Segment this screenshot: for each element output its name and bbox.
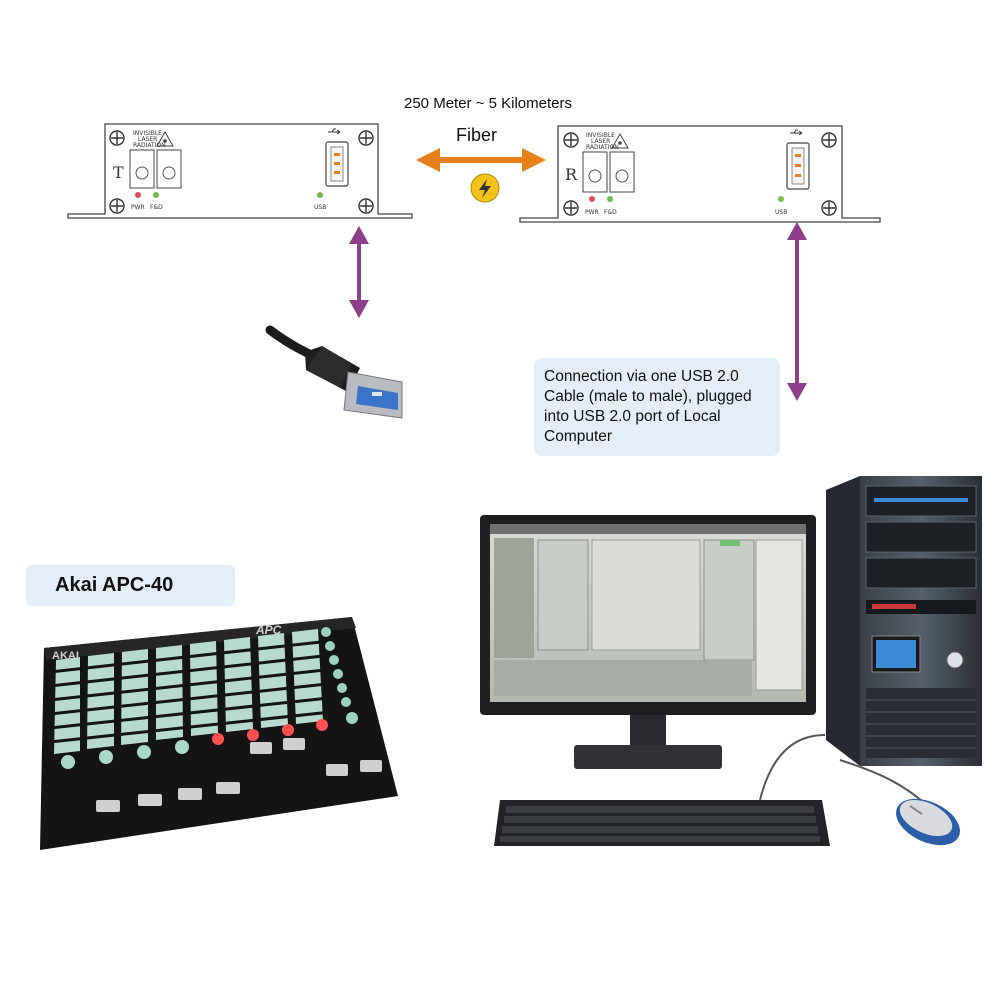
fd-led [607, 196, 613, 202]
fd-label: F&D [150, 204, 163, 211]
usb-cable-icon [265, 325, 403, 419]
usb-connection-callout: Connection via one USB 2.0 Cable (male t… [534, 358, 780, 456]
akai-controller-icon: AKAI APC [40, 617, 398, 850]
usb-arrow-left [349, 226, 369, 318]
keyboard-cable [759, 734, 826, 801]
usb-led [317, 192, 323, 198]
laser-warning-line1: INVISIBLE [586, 132, 615, 139]
usb-label: USB [775, 209, 787, 216]
laser-warning-line1: INVISIBLE [133, 130, 162, 137]
laser-warning-icon [156, 130, 174, 147]
screw-icon [109, 130, 374, 214]
pwr-label: PWR [131, 204, 145, 211]
keyboard-icon [494, 800, 830, 846]
computer-tower-icon [826, 476, 982, 766]
controller-label: Akai APC-40 [26, 565, 235, 606]
fiber-port-icon [582, 151, 635, 193]
pwr-led [135, 192, 141, 198]
usb-arrow-right [787, 222, 807, 401]
usb-port-icon [325, 128, 349, 187]
transmitter-letter: T [113, 163, 124, 182]
mouse-icon [896, 798, 960, 846]
receiver-unit: R INVISIBLE LASER RADIATION PWR F&D USB [519, 125, 881, 223]
fiber-signal-icon [470, 173, 500, 203]
laser-warning-line3: RADIATION [586, 144, 619, 151]
laser-warning-line3: RADIATION [133, 142, 166, 149]
fiber-arrow [416, 148, 546, 172]
laser-warning-line2: LASER [591, 138, 610, 145]
fiber-label: Fiber [456, 125, 498, 145]
fd-led [153, 192, 159, 198]
controller-logo: APC [255, 623, 282, 637]
screw-icon [563, 132, 837, 216]
pwr-led [589, 196, 595, 202]
fd-label: F&D [604, 209, 617, 216]
usb-led [778, 196, 784, 202]
usb-port-icon [786, 129, 810, 190]
fiber-port-icon [129, 149, 182, 189]
pwr-label: PWR [585, 209, 599, 216]
receiver-letter: R [565, 165, 578, 184]
laser-warning-line2: LASER [138, 136, 157, 143]
transmitter-unit: T INVISIBLE LASER RADIATION PWR F&D USB [67, 123, 413, 219]
distance-label: 250 Meter ~ 5 Kilometers [404, 95, 572, 112]
controller-brand: AKAI [52, 650, 79, 662]
usb-label: USB [314, 204, 326, 211]
monitor-icon [480, 515, 816, 769]
laser-warning-icon [611, 132, 629, 149]
